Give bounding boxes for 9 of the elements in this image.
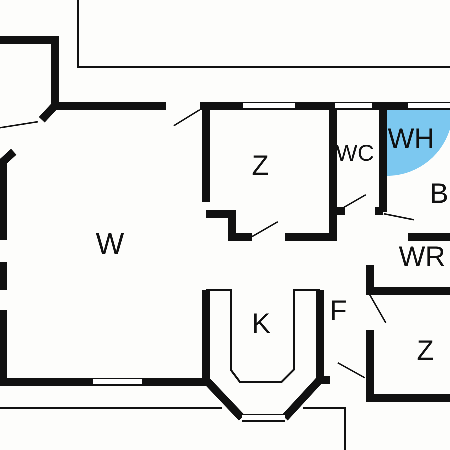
room-label: WC (336, 142, 374, 165)
room-label: F (330, 297, 348, 325)
room-label: WR (399, 243, 446, 271)
room-label: W (96, 230, 124, 260)
room-label: Z (252, 152, 270, 180)
room-label: B (430, 180, 449, 208)
room-label: WH (388, 125, 435, 153)
room-label: K (252, 310, 271, 338)
room-label: Z (417, 337, 434, 365)
